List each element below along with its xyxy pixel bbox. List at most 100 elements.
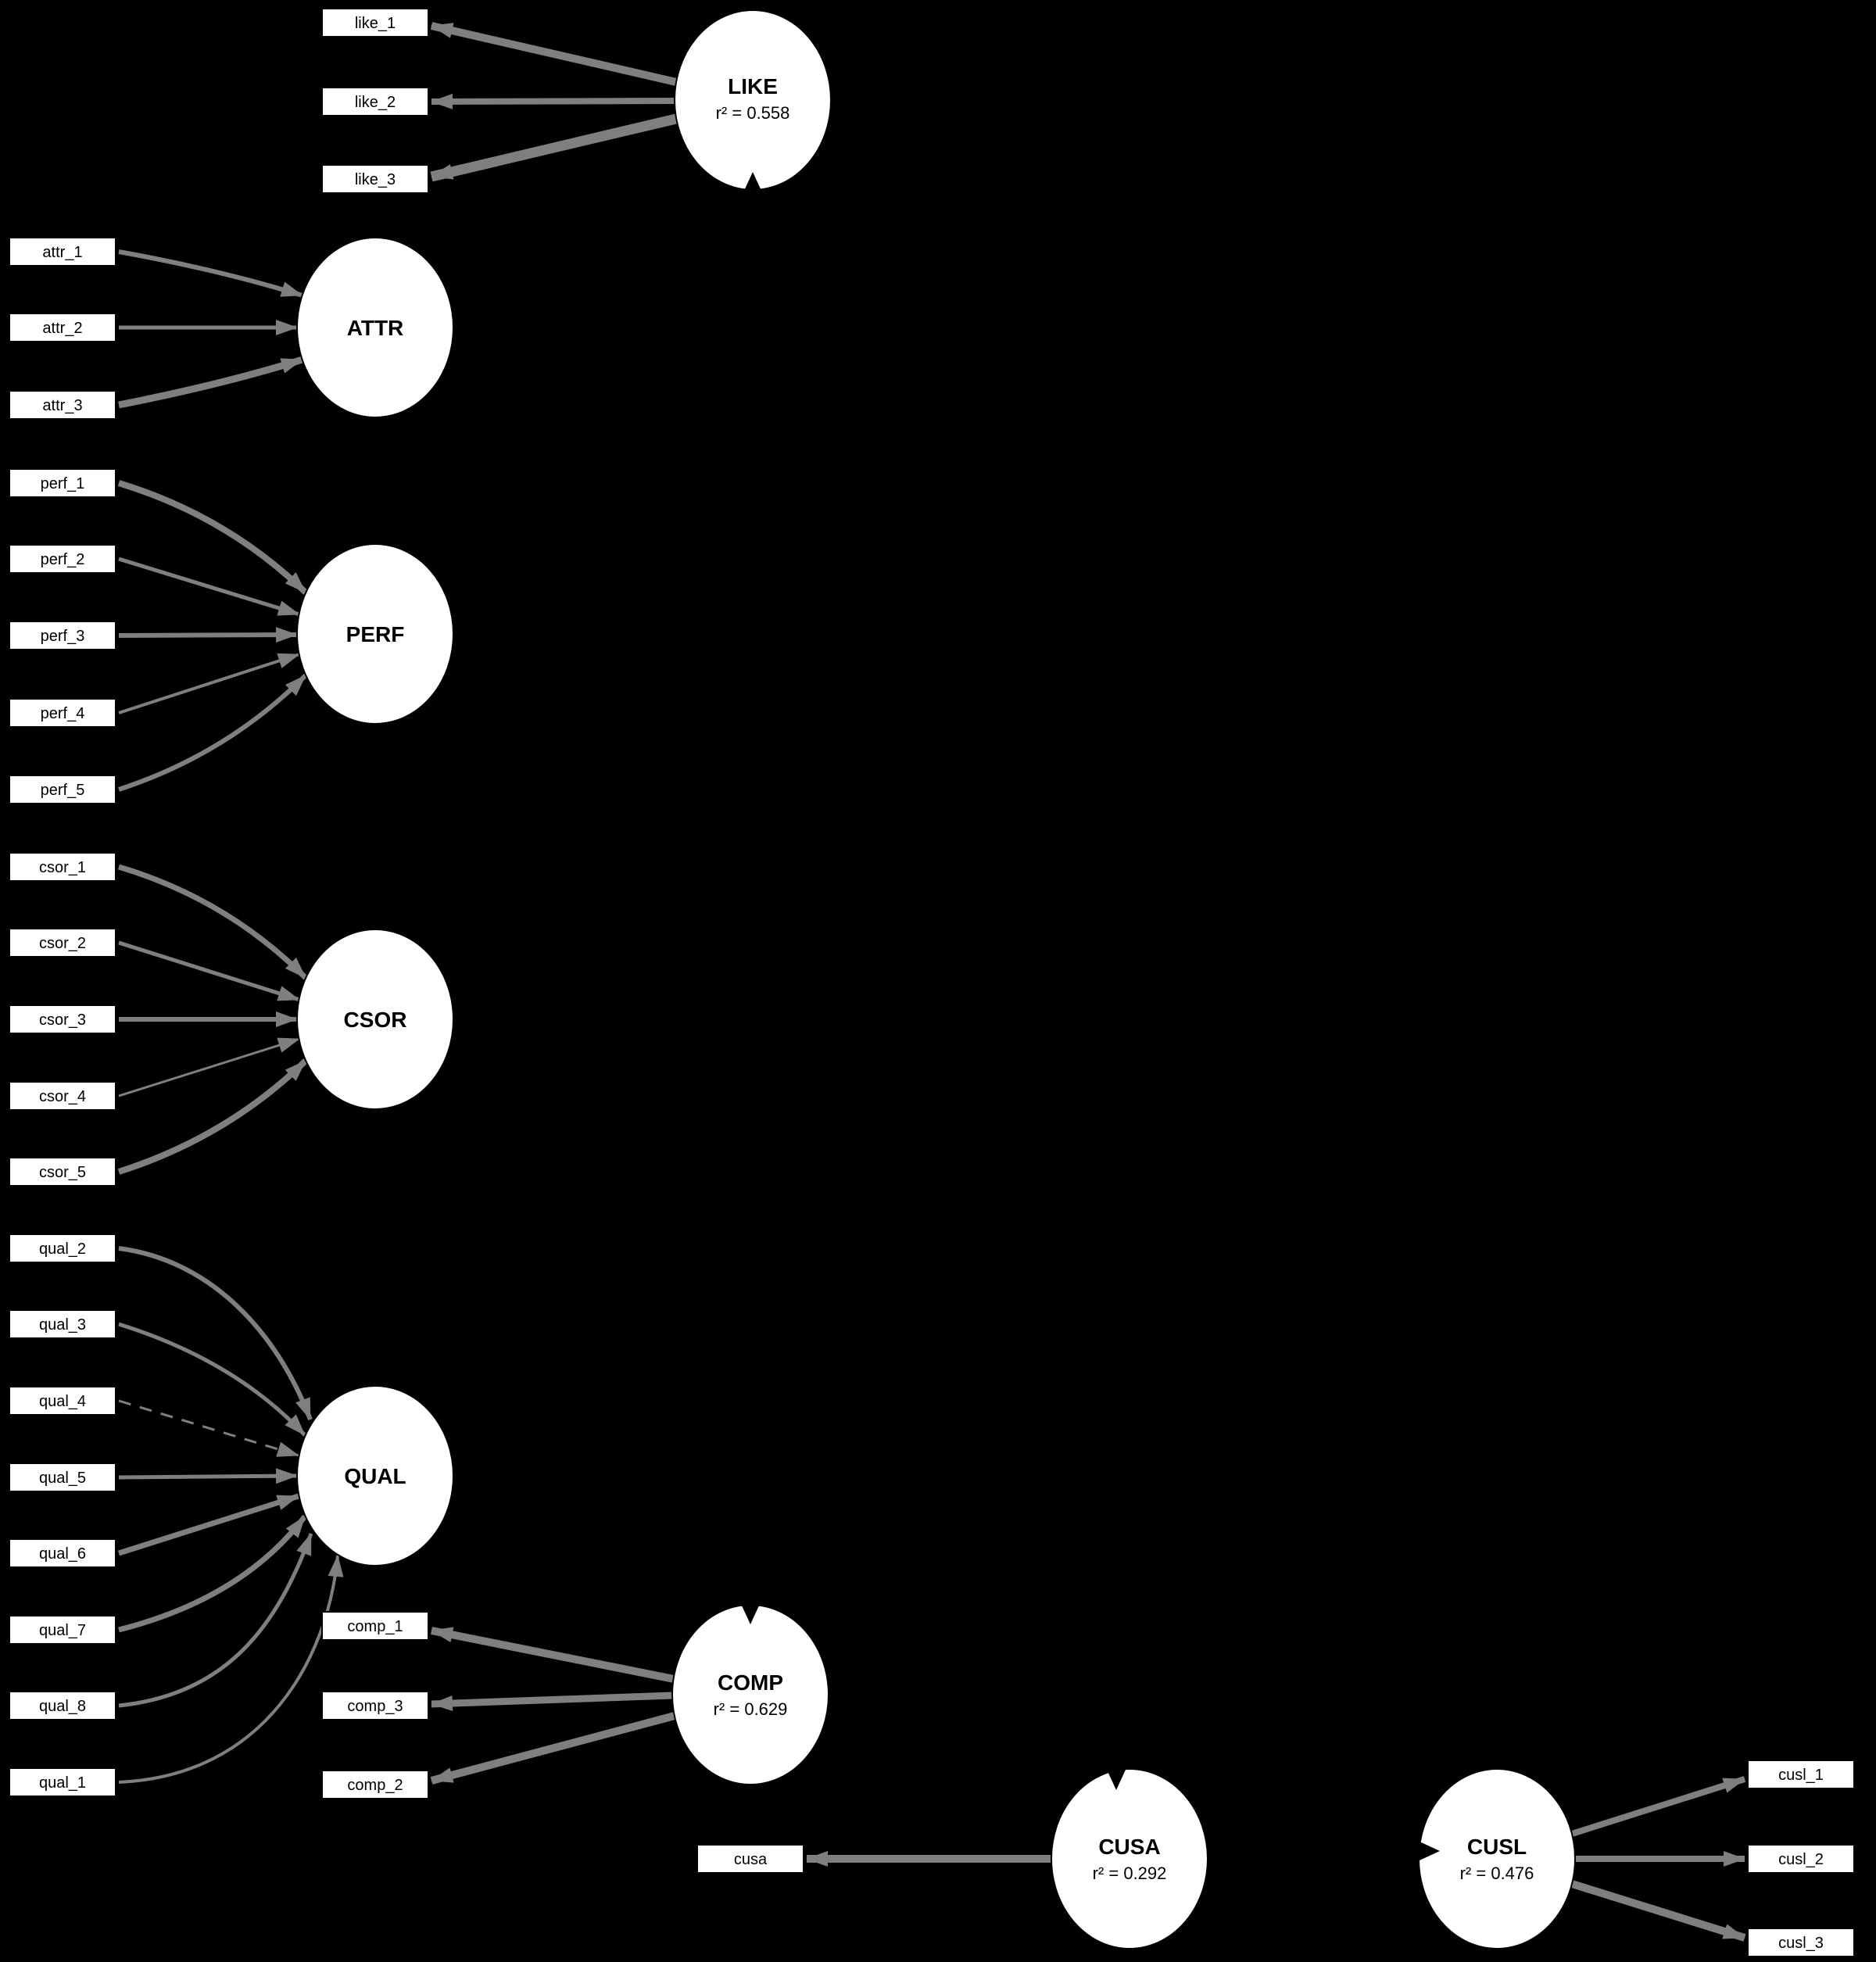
like-ellipse	[674, 9, 832, 191]
svg-text:qual_7: qual_7	[39, 1622, 86, 1639]
indicator-perf_2: perf_2	[9, 544, 116, 574]
edge-qual_3-qual	[118, 1322, 306, 1437]
edge-attr_1-attr	[118, 249, 303, 298]
indicator-like_1: like_1	[321, 8, 429, 38]
construct-qual: QUAL	[296, 1385, 454, 1566]
svg-text:csor_1: csor_1	[39, 859, 86, 876]
indicator-perf_3: perf_3	[9, 621, 116, 650]
svg-text:comp_1: comp_1	[347, 1618, 403, 1635]
construct-cusa: CUSA r² = 0.292	[1051, 1768, 1208, 1949]
indicator-csor_5: csor_5	[9, 1157, 116, 1187]
indicator-cusl_3: cusl_3	[1747, 1928, 1855, 1957]
edge-cusl-cusl_1	[1570, 1776, 1746, 1837]
indicator-csor_3: csor_3	[9, 1004, 116, 1034]
cusa-r2: r² = 0.292	[1093, 1864, 1167, 1883]
edge-qual_5-qual	[118, 1468, 298, 1484]
edge-like-like_2	[431, 93, 675, 109]
edge-qual_1-qual	[118, 1555, 344, 1784]
edge-perf_1-perf	[117, 480, 308, 595]
qual-label: QUAL	[344, 1464, 406, 1488]
indicator-qual_8: qual_8	[9, 1691, 116, 1720]
svg-text:comp_2: comp_2	[347, 1777, 403, 1794]
indicator-cusa: cusa	[696, 1844, 804, 1874]
edge-csor_1-csor	[118, 864, 308, 980]
svg-text:perf_3: perf_3	[41, 628, 85, 645]
indicator-qual_3: qual_3	[9, 1309, 116, 1339]
svg-text:like_3: like_3	[355, 171, 396, 188]
edge-like-like_1	[430, 22, 678, 86]
indicator-csor_1: csor_1	[9, 852, 116, 882]
edge-perf_3-perf	[118, 627, 298, 643]
edge-qual_8-qual	[118, 1533, 313, 1708]
svg-text:qual_6: qual_6	[39, 1545, 86, 1563]
indicator-qual_5: qual_5	[9, 1463, 116, 1492]
svg-text:attr_2: attr_2	[42, 320, 82, 337]
svg-text:comp_3: comp_3	[347, 1698, 403, 1715]
incoming-path-arrowhead-comp	[741, 1604, 760, 1624]
svg-text:qual_4: qual_4	[39, 1393, 86, 1410]
indicator-csor_4: csor_4	[9, 1081, 116, 1111]
csor-ellipse	[296, 929, 454, 1110]
incoming-path-arrowhead-like	[743, 172, 762, 192]
cusl-ellipse	[1418, 1768, 1576, 1949]
edge-csor_5-csor	[117, 1058, 308, 1175]
construct-attr: ATTR	[296, 237, 454, 418]
indicator-qual_7: qual_7	[9, 1615, 116, 1645]
indicator-qual_4: qual_4	[9, 1386, 116, 1416]
edge-qual_6-qual	[117, 1493, 300, 1556]
edge-csor_2-csor	[118, 940, 300, 1002]
csor-label: CSOR	[344, 1008, 407, 1032]
indicator-cusl_2: cusl_2	[1747, 1844, 1855, 1874]
svg-text:cusl_3: cusl_3	[1778, 1935, 1824, 1952]
edge-comp-comp_2	[430, 1712, 676, 1785]
construct-csor: CSOR	[296, 929, 454, 1110]
construct-comp: COMP r² = 0.629	[671, 1604, 829, 1785]
svg-text:csor_3: csor_3	[39, 1011, 86, 1029]
indicator-attr_1: attr_1	[9, 237, 116, 267]
cusa-ellipse	[1051, 1768, 1208, 1949]
comp-ellipse	[671, 1604, 829, 1785]
svg-text:qual_5: qual_5	[39, 1470, 86, 1487]
attr-label: ATTR	[347, 316, 404, 340]
svg-text:qual_2: qual_2	[39, 1241, 86, 1258]
indicator-qual_2: qual_2	[9, 1233, 116, 1263]
edge-cusl-cusl_3	[1570, 1880, 1746, 1942]
edge-perf_4-perf	[118, 653, 300, 714]
comp-r2: r² = 0.629	[714, 1699, 788, 1719]
edge-qual_4-qual	[118, 1399, 299, 1457]
cusl-r2: r² = 0.476	[1460, 1864, 1534, 1883]
svg-text:attr_3: attr_3	[42, 397, 82, 414]
indicator-csor_2: csor_2	[9, 928, 116, 958]
svg-text:attr_1: attr_1	[42, 244, 82, 261]
like-label: LIKE	[728, 74, 778, 98]
svg-text:qual_8: qual_8	[39, 1698, 86, 1715]
perf-ellipse	[296, 543, 454, 725]
svg-text:csor_2: csor_2	[39, 935, 86, 952]
indicator-attr_2: attr_2	[9, 313, 116, 342]
svg-text:cusl_1: cusl_1	[1778, 1767, 1824, 1784]
svg-text:cusa: cusa	[734, 1851, 768, 1868]
svg-text:qual_1: qual_1	[39, 1774, 86, 1792]
indicator-comp_1: comp_1	[321, 1611, 429, 1641]
svg-text:like_2: like_2	[355, 94, 396, 111]
svg-text:perf_5: perf_5	[41, 782, 85, 799]
svg-text:perf_4: perf_4	[41, 705, 85, 722]
construct-like: LIKE r² = 0.558	[674, 9, 832, 192]
indicator-cusl_1: cusl_1	[1747, 1760, 1855, 1789]
attr-ellipse	[296, 237, 454, 418]
svg-text:csor_5: csor_5	[39, 1164, 86, 1181]
indicator-perf_4: perf_4	[9, 698, 116, 728]
svg-text:perf_1: perf_1	[41, 475, 85, 492]
comp-label: COMP	[718, 1670, 783, 1695]
indicator-attr_3: attr_3	[9, 390, 116, 420]
indicator-comp_3: comp_3	[321, 1691, 429, 1720]
perf-label: PERF	[346, 622, 405, 646]
edge-qual_7-qual	[118, 1514, 307, 1633]
edge-perf_2-perf	[118, 557, 300, 617]
indicator-perf_5: perf_5	[9, 775, 116, 804]
indicator-qual_6: qual_6	[9, 1538, 116, 1568]
indicator-qual_1: qual_1	[9, 1767, 116, 1797]
svg-text:qual_3: qual_3	[39, 1316, 86, 1334]
svg-text:cusl_2: cusl_2	[1778, 1851, 1824, 1868]
